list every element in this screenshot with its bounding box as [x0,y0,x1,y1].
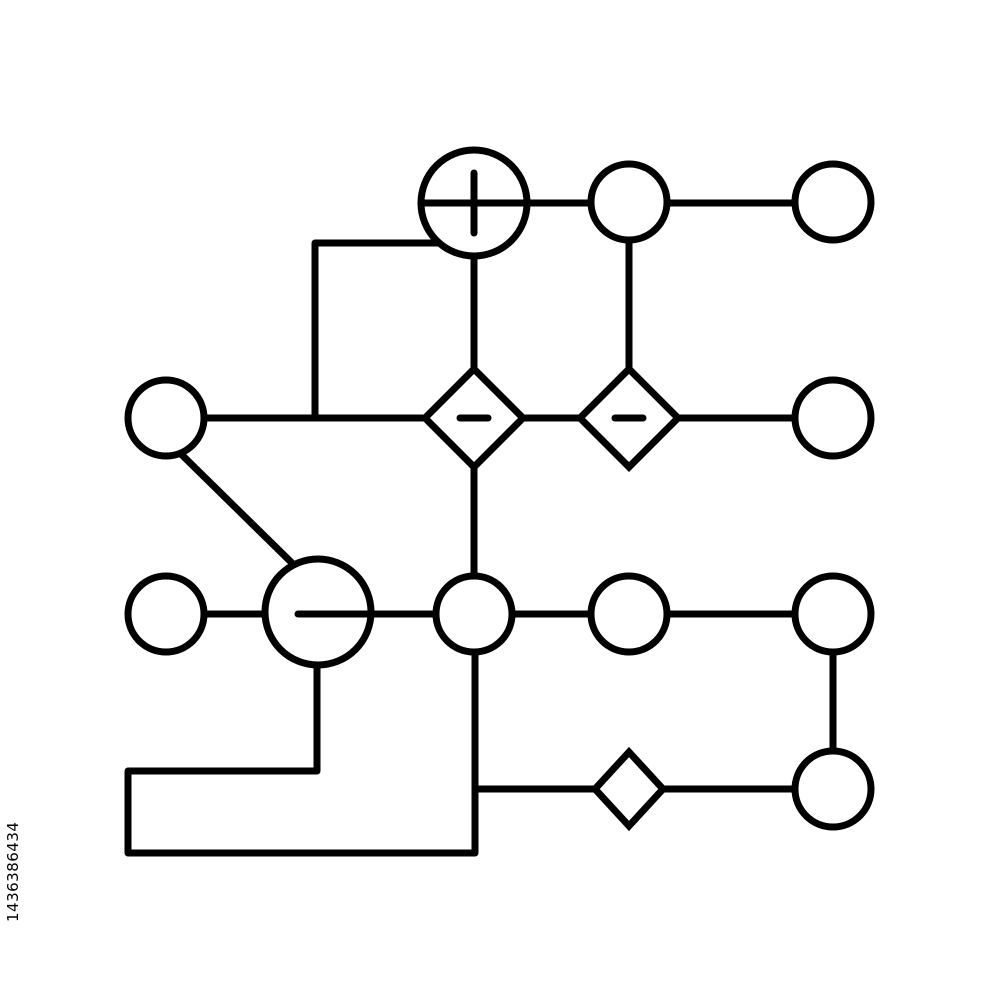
circle-node-left-lower [124,572,208,656]
circle-node-mid-lower [587,572,671,656]
minus-circle-node [261,555,376,669]
circle-node-top-mid [587,160,671,244]
circle-node-left-upper [124,376,208,460]
circle-node-right-lower [791,572,875,656]
watermark-id-text: 1436386434 [4,821,22,922]
circle-node-center [432,572,516,656]
minus-diamond-node-right [575,364,683,472]
circle-node-top-right [791,160,875,244]
nodes [124,146,875,832]
connector-bottom-loop [124,648,479,857]
circle-node-right-upper [791,376,875,460]
connectors [124,199,837,857]
plus-node [417,146,531,260]
minus-diamond-node-left [420,364,528,472]
diamond-node-bottom [590,746,668,832]
connector-plus-bracket [311,239,442,422]
connector-diagonal [178,451,296,567]
circle-node-bottom-right [791,747,875,831]
